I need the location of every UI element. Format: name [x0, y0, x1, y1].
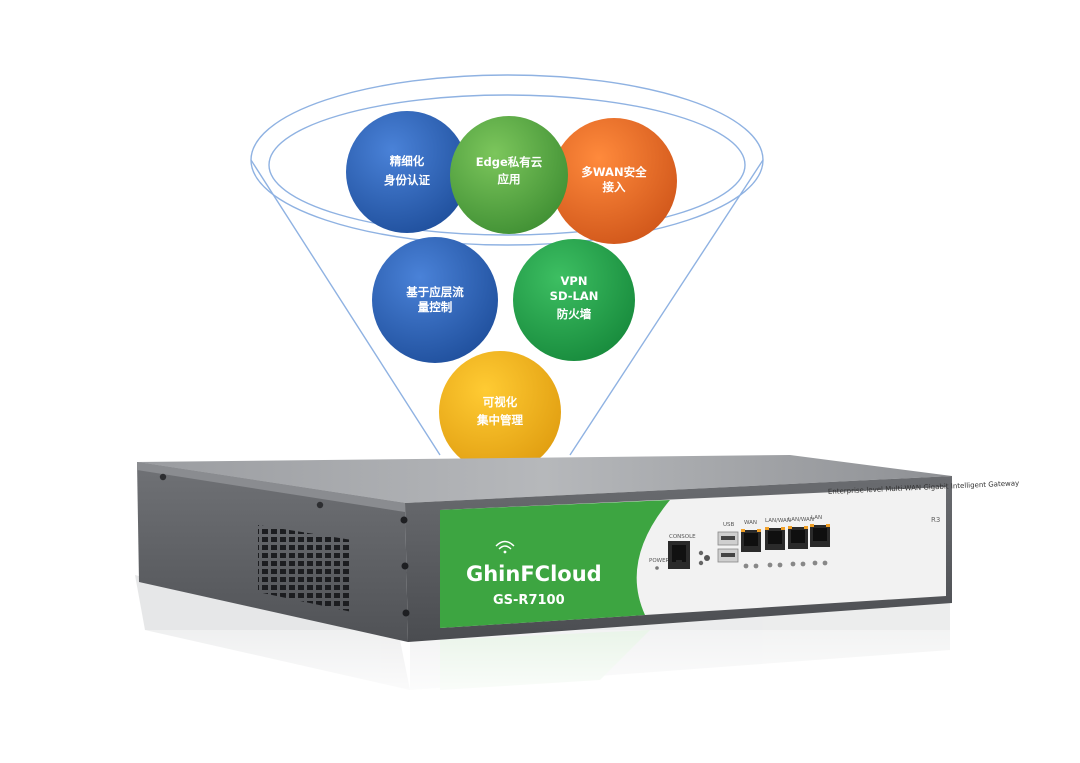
bubble-traffic-line1: 基于应层流 — [405, 285, 464, 299]
bubble-visual-line1: 可视化 — [483, 395, 518, 409]
bubble-edge-line2: 应用 — [498, 172, 521, 186]
side-vent-grille — [258, 525, 352, 612]
usb-port[interactable] — [717, 548, 739, 563]
feature-bubble-traffic: 基于应层流 量控制 — [372, 237, 498, 363]
lan-label: LAN — [811, 515, 822, 521]
feature-bubble-visual: 可视化 集中管理 — [439, 351, 561, 473]
port-leds — [743, 560, 828, 569]
device-brand-panel — [440, 500, 670, 628]
lanwan-label-2: LAN/WAN — [788, 517, 814, 523]
console-label: CONSOLE — [669, 534, 696, 540]
bubble-vpn-line1: VPN — [561, 274, 588, 288]
wan-label: WAN — [744, 520, 757, 526]
console-port[interactable] — [668, 541, 690, 569]
feature-bubble-vpn: VPN SD-LAN 防火墙 — [513, 239, 635, 361]
lanwan-label-1: LAN/WAN — [765, 518, 791, 524]
bubble-auth-line2: 身份认证 — [384, 173, 430, 187]
ethernet-port-lan1[interactable] — [765, 527, 785, 550]
bubble-vpn-line3: 防火墙 — [557, 307, 592, 321]
usb-label: USB — [723, 522, 735, 528]
router-device: GhinFCloud GS-R7100 Enterprise-level Mul… — [137, 455, 1019, 642]
bubble-vpn-line2: SD-LAN — [550, 289, 599, 303]
status-led — [698, 550, 704, 556]
bubble-visual-line2: 集中管理 — [476, 413, 523, 427]
bubble-edge-line1: Edge私有云 — [476, 155, 543, 169]
device-top-panel — [137, 455, 952, 503]
bubble-wan-line2: 接入 — [603, 180, 626, 194]
ethernet-port-lan2[interactable] — [788, 526, 808, 549]
usb-port[interactable] — [717, 531, 739, 546]
bubble-traffic-line2: 量控制 — [418, 300, 453, 314]
feature-bubble-edge: Edge私有云 应用 — [450, 116, 568, 234]
device-rack-label: R3 — [931, 516, 940, 524]
bubble-wan-line1: 多WAN安全 — [581, 165, 647, 179]
reset-button[interactable] — [704, 555, 710, 561]
ethernet-port-lan3[interactable] — [810, 524, 830, 547]
power-indicator — [655, 566, 659, 570]
bubble-auth-line1: 精细化 — [390, 154, 425, 168]
funnel-outline — [250, 74, 764, 456]
ethernet-port-wan[interactable] — [741, 529, 761, 552]
feature-bubble-wan: 多WAN安全 接入 — [551, 118, 677, 244]
brand-name: GhinFCloud — [466, 562, 602, 586]
wifi-logo-icon — [495, 540, 515, 554]
power-label: POWER — [649, 558, 670, 564]
status-led — [698, 560, 704, 566]
model-name: GS-R7100 — [493, 593, 565, 608]
feature-bubble-auth: 精细化 身份认证 — [346, 111, 468, 233]
